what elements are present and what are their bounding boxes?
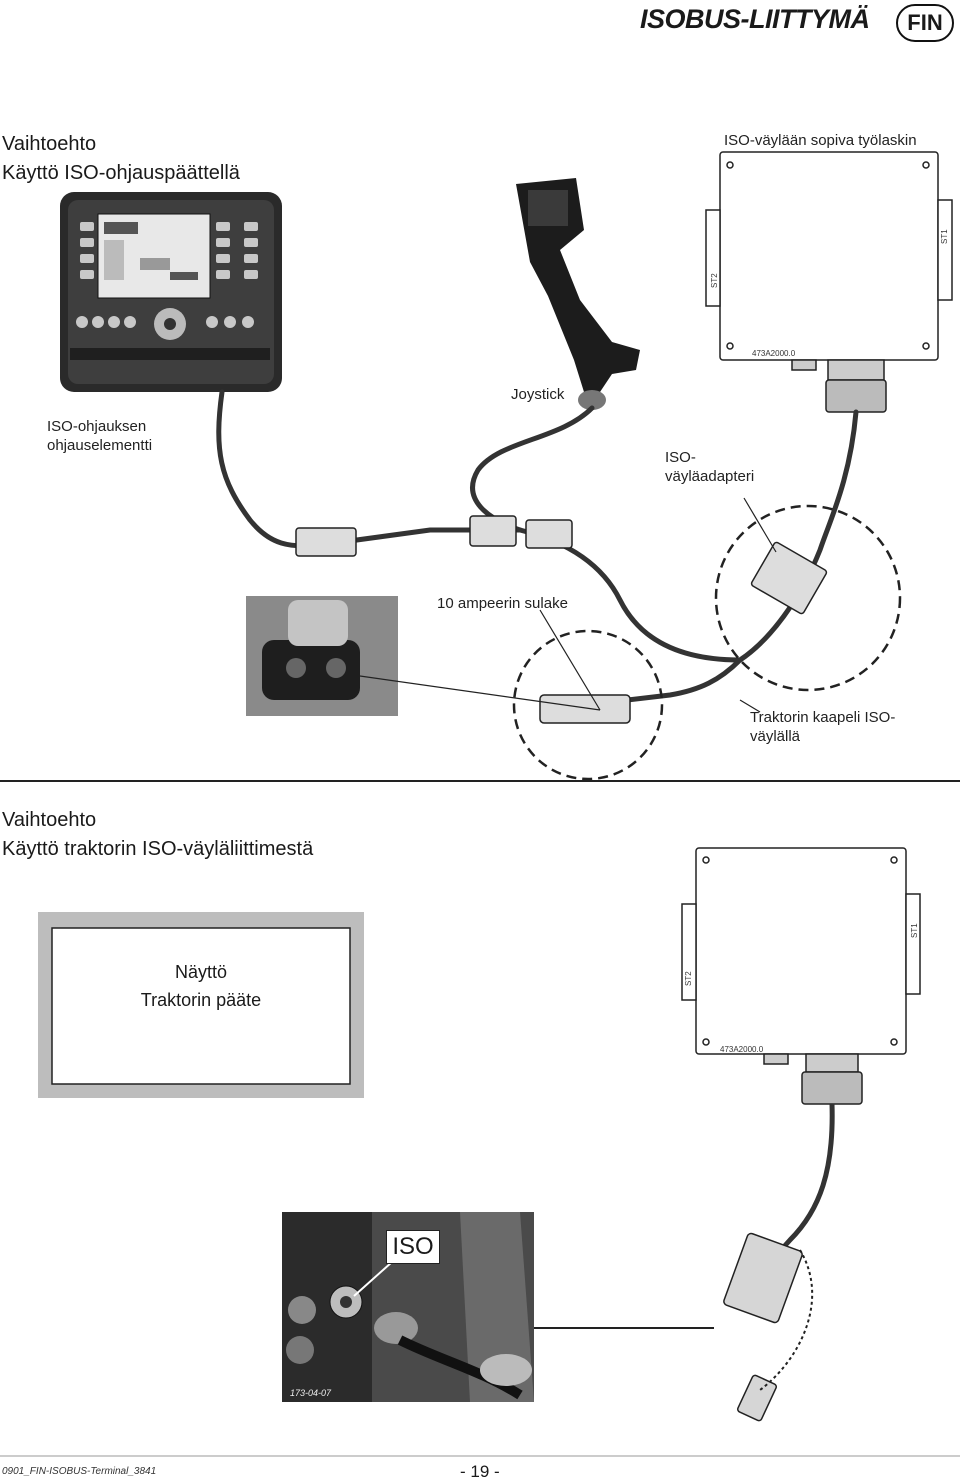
label-control-element: ISO-ohjauksen ohjauselementti <box>47 417 152 455</box>
fuse-photo <box>246 596 398 716</box>
photo-stamp: 173-04-07 <box>290 1388 332 1398</box>
section2-title-line2: Käyttö traktorin ISO-väyläliittimestä <box>2 838 314 860</box>
label-control-element-line1: ISO-ohjauksen <box>47 418 147 435</box>
iso-plug-2 <box>723 1232 803 1422</box>
section1-title: Vaihtoehto Käyttö ISO-ohjauspäättellä <box>2 130 240 188</box>
label-tractor-cable: Traktorin kaapeli ISO- väylällä <box>750 708 895 746</box>
display-label: Näyttö Traktorin pääte <box>52 958 350 1014</box>
plug-chain <box>759 1249 814 1391</box>
label-tractor-cable-line1: Traktorin kaapeli ISO- <box>750 709 896 726</box>
joystick-illustration <box>516 178 640 410</box>
section-divider <box>0 780 960 782</box>
adapter-highlight-circle <box>714 504 902 692</box>
iso-cable-2 <box>749 1103 835 1301</box>
cable-connectors <box>295 515 828 724</box>
label-joystick: Joystick <box>511 386 565 403</box>
leader-lines <box>359 497 777 713</box>
iso-terminal-illustration <box>60 192 282 392</box>
box2-st1-label: ST1 <box>910 923 919 938</box>
box2-part-number: 473A2000.0 <box>720 1045 764 1054</box>
iso-tag: ISO <box>386 1230 440 1264</box>
label-tractor-cable-line2: väylällä <box>750 728 801 745</box>
section2-title: Vaihtoehto Käyttö traktorin ISO-väylälii… <box>2 806 313 864</box>
label-job-computer: ISO-väylään sopiva työlaskin <box>724 132 917 149</box>
display-label-line2: Traktorin pääte <box>140 990 262 1010</box>
page-header-title: ISOBUS-LIITTYMÄ <box>640 4 870 34</box>
box2-st2-label: ST2 <box>684 971 693 986</box>
label-iso-adapter-line2: väyläadapteri <box>665 468 755 485</box>
label-control-element-line2: ohjauselementti <box>47 437 153 454</box>
fuse-highlight-circle <box>512 629 664 780</box>
job-computer-box-2 <box>681 847 921 1105</box>
display-label-line1: Näyttö <box>174 962 228 982</box>
label-iso-adapter: ISO- väyläadapteri <box>665 448 754 486</box>
box1-st2-label: ST2 <box>710 273 719 288</box>
box1-st1-label: ST1 <box>940 229 949 244</box>
job-computer-box <box>705 151 953 413</box>
footer-doc-id: 0901_FIN-ISOBUS-Terminal_3841 <box>2 1466 157 1477</box>
language-badge: FIN <box>896 4 954 42</box>
iso-leader-line <box>353 1261 393 1297</box>
section2-title-line1: Vaihtoehto <box>2 809 97 831</box>
footer-page-number: - 19 - <box>460 1462 500 1481</box>
label-iso-adapter-line1: ISO- <box>665 449 696 466</box>
section1-wiring-illustration: 473A2000.0 ST1 ST2 <box>60 151 953 780</box>
label-fuse: 10 ampeerin sulake <box>437 595 568 612</box>
section1-title-line2: Käyttö ISO-ohjauspäättellä <box>2 162 240 184</box>
box1-part-number: 473A2000.0 <box>752 349 796 358</box>
section1-title-line1: Vaihtoehto <box>2 133 97 155</box>
